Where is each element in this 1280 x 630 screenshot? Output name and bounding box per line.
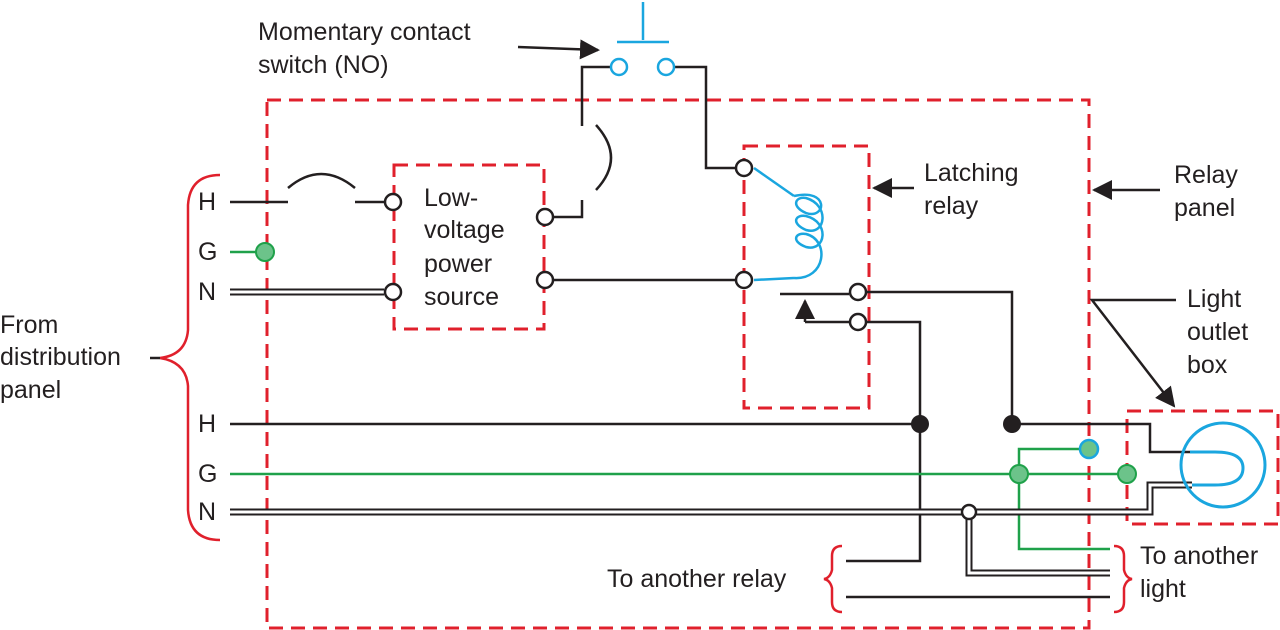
light-brace xyxy=(1113,544,1133,614)
ground-to-box-wire xyxy=(1017,447,1081,474)
terminal-label-neutral-bottom: N xyxy=(198,498,217,526)
power-in-neutral-terminal xyxy=(383,282,403,302)
light-box-label-line2: outlet xyxy=(1187,318,1249,346)
light-fixture-icon xyxy=(1179,421,1267,509)
light-hot-wire xyxy=(1012,422,1190,454)
switched-hot-wire xyxy=(867,290,1014,424)
switch-terminal-left xyxy=(609,57,629,77)
relay-brace xyxy=(823,544,843,614)
switch-to-coil-wire xyxy=(675,65,735,170)
to-another-light-label-line2: light xyxy=(1140,575,1186,603)
ground-node-blue xyxy=(1078,438,1100,460)
hot-junction-light xyxy=(1003,415,1021,433)
relay-contact-terminal-b xyxy=(848,312,868,332)
breaker-arc xyxy=(287,172,356,189)
switch-terminal-right xyxy=(656,57,676,77)
latching-relay-label-line1: Latching xyxy=(924,159,1019,187)
relay-panel-enclosure xyxy=(265,98,1091,630)
power-source-label-line4: source xyxy=(424,283,500,311)
power-source-label-line2: voltage xyxy=(424,216,505,244)
terminal-label-neutral-top: N xyxy=(198,278,217,306)
terminal-label-hot-top: H xyxy=(198,188,217,216)
momentary-switch-label-line1: Momentary contact xyxy=(258,18,471,46)
relay-coil xyxy=(793,193,824,280)
momentary-switch-label-line2: switch (NO) xyxy=(258,51,389,79)
latching-relay-label-line2: relay xyxy=(924,192,979,220)
momentary-arrow xyxy=(517,39,600,60)
power-in-hot-terminal xyxy=(383,192,403,212)
to-another-light-label-line1: To another xyxy=(1140,542,1259,570)
neutral-to-light-wire xyxy=(967,512,1110,575)
light-box-label-line3: box xyxy=(1187,351,1228,379)
neutral-bus-wire xyxy=(230,483,1192,514)
switch-feed-wire xyxy=(580,65,610,126)
relay-to-hot-wire xyxy=(867,320,922,424)
coil-bottom-lead xyxy=(753,276,795,282)
coil-top-lead xyxy=(753,166,795,198)
fuse-arc xyxy=(595,124,613,191)
to-another-relay-label: To another relay xyxy=(607,565,787,593)
power-source-enclosure xyxy=(392,163,546,331)
relay-panel-label-line2: panel xyxy=(1174,194,1236,222)
ground-to-light-wire xyxy=(1017,474,1110,551)
neutral-junction xyxy=(960,503,978,521)
ground-node-box xyxy=(1117,464,1137,484)
ground-node-bus xyxy=(1009,464,1029,484)
light-filament xyxy=(1190,450,1245,487)
power-out-hot-terminal xyxy=(535,207,555,227)
ground-node-top xyxy=(255,242,275,262)
power-source-label-line1: Low- xyxy=(424,184,479,212)
coil-top-terminal xyxy=(734,158,754,178)
from-panel-label-line1: From xyxy=(0,311,59,339)
to-another-relay-wire xyxy=(846,424,922,563)
coil-bottom-terminal xyxy=(734,270,754,290)
terminal-label-ground-top: G xyxy=(198,238,218,266)
relay-panel-label-line1: Relay xyxy=(1174,161,1238,189)
light-box-pointer-line xyxy=(1089,298,1176,408)
from-panel-label-line3: panel xyxy=(0,376,62,404)
terminal-label-ground-bottom: G xyxy=(198,460,218,488)
source-output-wire xyxy=(554,200,584,219)
light-box-label-line1: Light xyxy=(1187,285,1242,313)
hot-junction-relay xyxy=(911,415,929,433)
power-out-return-terminal xyxy=(535,270,555,290)
power-source-label-line3: power xyxy=(424,250,493,278)
from-panel-label-line2: distribution xyxy=(0,343,121,371)
terminal-label-hot-bottom: H xyxy=(198,410,217,438)
relay-contact-terminal-a xyxy=(848,282,868,302)
